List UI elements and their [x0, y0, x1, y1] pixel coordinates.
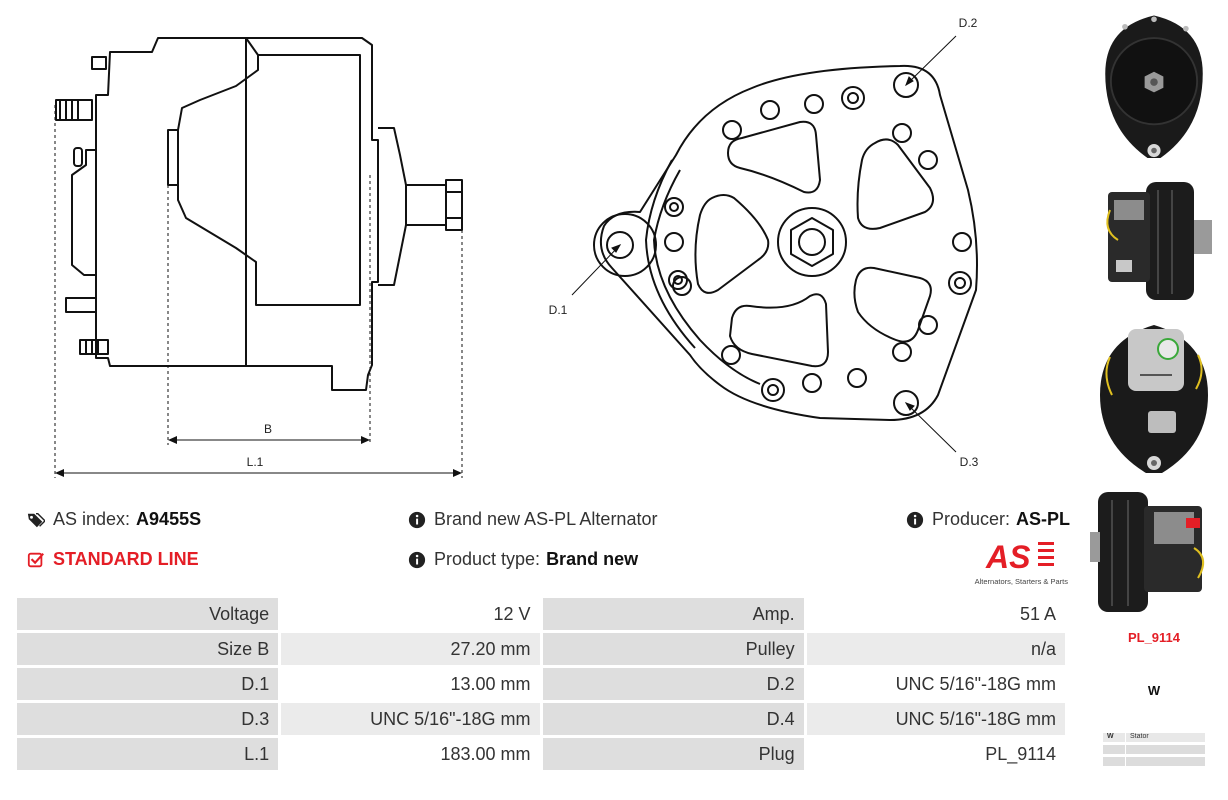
- logo-tagline: Alternators, Starters & Parts: [974, 577, 1068, 586]
- table-row: Voltage 12 V Amp. 51 A: [17, 598, 1065, 630]
- spec-value: UNC 5/16"-18G mm: [806, 668, 1065, 700]
- spec-label: Size B: [17, 633, 279, 665]
- as-index-label: AS index:: [53, 509, 131, 529]
- product-type-label: Product type:: [434, 549, 541, 569]
- product-photo-front[interactable]: [1088, 8, 1220, 158]
- product-photo-side-2[interactable]: [1088, 478, 1220, 620]
- as-logo-mark: AS: [985, 539, 1054, 575]
- spec-value: 27.20 mm: [281, 633, 540, 665]
- dim-b-label: B: [264, 422, 272, 436]
- plug-mini-table: W Stator: [1103, 733, 1205, 769]
- spec-label: D.3: [17, 703, 279, 735]
- d1-label: D.1: [549, 303, 568, 317]
- table-row: [1103, 745, 1205, 754]
- spec-value: n/a: [806, 633, 1065, 665]
- spec-value: 13.00 mm: [281, 668, 540, 700]
- specification-table: Voltage 12 V Amp. 51 A Size B 27.20 mm P…: [14, 595, 1068, 773]
- alternator-front-view-drawing: D.1 D.2 D.3: [549, 16, 979, 469]
- svg-text:AS: AS: [985, 539, 1031, 572]
- producer-row: Producer: AS-PL: [906, 509, 1070, 530]
- spec-label: D.4: [542, 703, 804, 735]
- product-photo-rear[interactable]: [1088, 315, 1220, 475]
- info-icon: [408, 551, 426, 568]
- plug-code: PL_9114: [1127, 630, 1181, 645]
- spec-label: D.2: [542, 668, 804, 700]
- description-row: Brand new AS-PL Alternator: [408, 509, 657, 530]
- table-row: D.1 13.00 mm D.2 UNC 5/16"-18G mm: [17, 668, 1065, 700]
- spec-label: L.1: [17, 738, 279, 770]
- info-icon: [408, 511, 426, 528]
- alternator-side-view-drawing: B L.1: [54, 37, 463, 478]
- spec-label: D.1: [17, 668, 279, 700]
- spec-value: UNC 5/16"-18G mm: [281, 703, 540, 735]
- spec-label: Voltage: [17, 598, 279, 630]
- standard-line-row: STANDARD LINE: [27, 549, 199, 570]
- mini-table-col2: Stator: [1130, 733, 1149, 740]
- dim-l1-label: L.1: [247, 455, 264, 469]
- spec-value: 12 V: [281, 598, 540, 630]
- description-text: Brand new AS-PL Alternator: [434, 509, 658, 529]
- as-index-value: A9455S: [136, 509, 202, 529]
- standard-line-label: STANDARD LINE: [53, 549, 199, 569]
- as-index-row: AS index: A9455S: [27, 509, 201, 530]
- plug-letter: W: [1147, 683, 1161, 698]
- info-icon: [906, 511, 924, 528]
- producer-value: AS-PL: [1016, 509, 1071, 529]
- table-row: Size B 27.20 mm Pulley n/a: [17, 633, 1065, 665]
- table-row: D.3 UNC 5/16"-18G mm D.4 UNC 5/16"-18G m…: [17, 703, 1065, 735]
- mini-table-col1: W: [1103, 733, 1126, 742]
- checkbox-checked-icon: [27, 552, 45, 567]
- spec-value: 183.00 mm: [281, 738, 540, 770]
- table-row: W Stator: [1103, 733, 1205, 742]
- spec-label: Plug: [542, 738, 804, 770]
- product-type-row: Product type: Brand new: [408, 549, 638, 570]
- product-type-value: Brand new: [546, 549, 639, 569]
- as-pl-logo: AS Alternators, Starters & Parts: [962, 538, 1068, 586]
- d3-label: D.3: [960, 455, 979, 469]
- tags-icon: [27, 512, 45, 527]
- spec-value: PL_9114: [806, 738, 1065, 770]
- spec-label: Amp.: [542, 598, 804, 630]
- spec-value: UNC 5/16"-18G mm: [806, 703, 1065, 735]
- table-row: [1103, 757, 1205, 766]
- d2-label: D.2: [959, 16, 978, 30]
- table-row: L.1 183.00 mm Plug PL_9114: [17, 738, 1065, 770]
- spec-value: 51 A: [806, 598, 1065, 630]
- producer-label: Producer:: [932, 509, 1011, 529]
- spec-label: Pulley: [542, 633, 804, 665]
- product-photo-side[interactable]: [1088, 170, 1220, 310]
